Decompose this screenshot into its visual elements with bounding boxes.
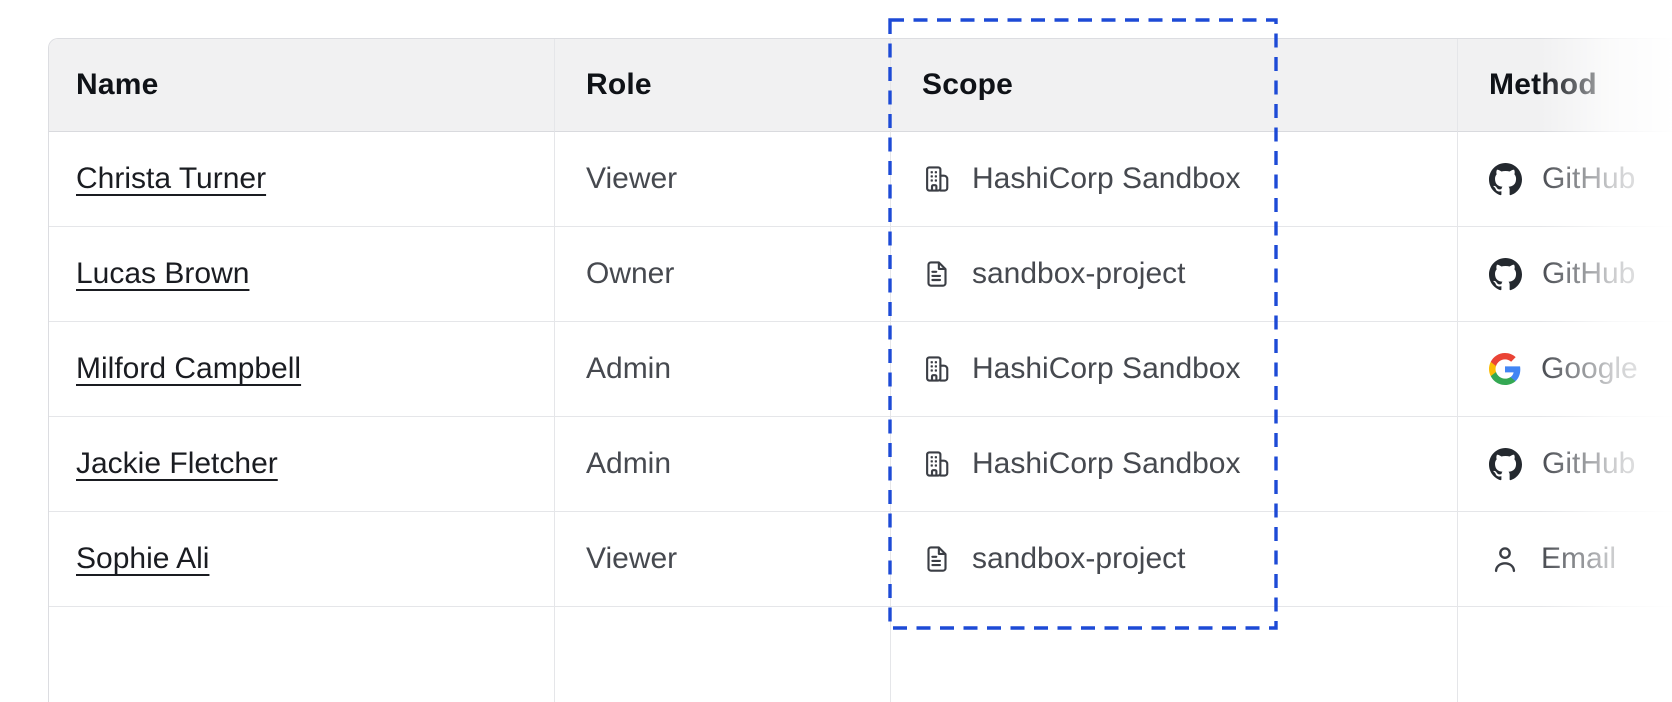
scope-value: sandbox-project — [972, 257, 1186, 290]
organization-icon — [922, 449, 952, 479]
scope-value: sandbox-project — [972, 542, 1186, 575]
scope-value: HashiCorp Sandbox — [972, 162, 1241, 195]
scope-cell: sandbox-project — [890, 227, 1457, 322]
role-cell: Admin — [554, 417, 890, 512]
table-row-partial — [49, 607, 1672, 702]
member-name-link[interactable]: Lucas Brown — [76, 257, 250, 290]
name-cell: Sophie Ali — [49, 512, 554, 607]
method-value: GitHub — [1542, 447, 1636, 480]
member-name-link[interactable]: Milford Campbell — [76, 352, 302, 385]
scope-value: HashiCorp Sandbox — [972, 352, 1241, 385]
scope-cell: HashiCorp Sandbox — [890, 417, 1457, 512]
method-cell: GitHub — [1457, 132, 1672, 227]
role-cell — [554, 607, 890, 702]
scope-cell: HashiCorp Sandbox — [890, 322, 1457, 417]
scope-value: HashiCorp Sandbox — [972, 447, 1241, 480]
name-cell — [49, 607, 554, 702]
column-header-role: Role — [554, 39, 890, 132]
member-name-link[interactable]: Christa Turner — [76, 162, 267, 195]
project-icon — [922, 544, 952, 574]
column-header-scope: Scope — [890, 39, 1457, 132]
method-value: GitHub — [1542, 162, 1636, 195]
role-value: Viewer — [586, 162, 678, 195]
email-icon — [1489, 543, 1521, 575]
scope-cell: sandbox-project — [890, 512, 1457, 607]
name-cell: Lucas Brown — [49, 227, 554, 322]
method-cell: GitHub — [1457, 417, 1672, 512]
column-header-method: Method — [1457, 39, 1672, 132]
project-icon — [922, 259, 952, 289]
member-name-link[interactable]: Sophie Ali — [76, 542, 210, 575]
table-header-row: Name Role Scope Method — [49, 39, 1672, 132]
organization-icon — [922, 164, 952, 194]
role-value: Admin — [586, 447, 672, 480]
name-cell: Milford Campbell — [49, 322, 554, 417]
method-value: Email — [1541, 542, 1617, 575]
role-value: Viewer — [586, 542, 678, 575]
role-cell: Viewer — [554, 132, 890, 227]
organization-icon — [922, 354, 952, 384]
method-cell: Google — [1457, 322, 1672, 417]
table-row: Christa Turner Viewer HashiCorp Sandbox … — [49, 132, 1672, 227]
name-cell: Jackie Fletcher — [49, 417, 554, 512]
scope-cell — [890, 607, 1457, 702]
scope-cell: HashiCorp Sandbox — [890, 132, 1457, 227]
role-cell: Owner — [554, 227, 890, 322]
method-cell: GitHub — [1457, 227, 1672, 322]
github-icon — [1489, 163, 1522, 196]
method-value: Google — [1541, 352, 1638, 385]
role-cell: Admin — [554, 322, 890, 417]
google-icon — [1489, 353, 1521, 385]
github-icon — [1489, 448, 1522, 481]
member-name-link[interactable]: Jackie Fletcher — [76, 447, 278, 480]
role-value: Owner — [586, 257, 675, 290]
table-row: Sophie Ali Viewer sandbox-project Email — [49, 512, 1672, 607]
method-cell: Email — [1457, 512, 1672, 607]
role-cell: Viewer — [554, 512, 890, 607]
github-icon — [1489, 258, 1522, 291]
name-cell: Christa Turner — [49, 132, 554, 227]
method-cell — [1457, 607, 1672, 702]
members-table: Name Role Scope Method Christa Turner Vi… — [48, 38, 1672, 702]
table-row: Jackie Fletcher Admin HashiCorp Sandbox … — [49, 417, 1672, 512]
role-value: Admin — [586, 352, 672, 385]
table-row: Lucas Brown Owner sandbox-project GitHub — [49, 227, 1672, 322]
column-header-name: Name — [49, 39, 554, 132]
table-row: Milford Campbell Admin HashiCorp Sandbox… — [49, 322, 1672, 417]
method-value: GitHub — [1542, 257, 1636, 290]
